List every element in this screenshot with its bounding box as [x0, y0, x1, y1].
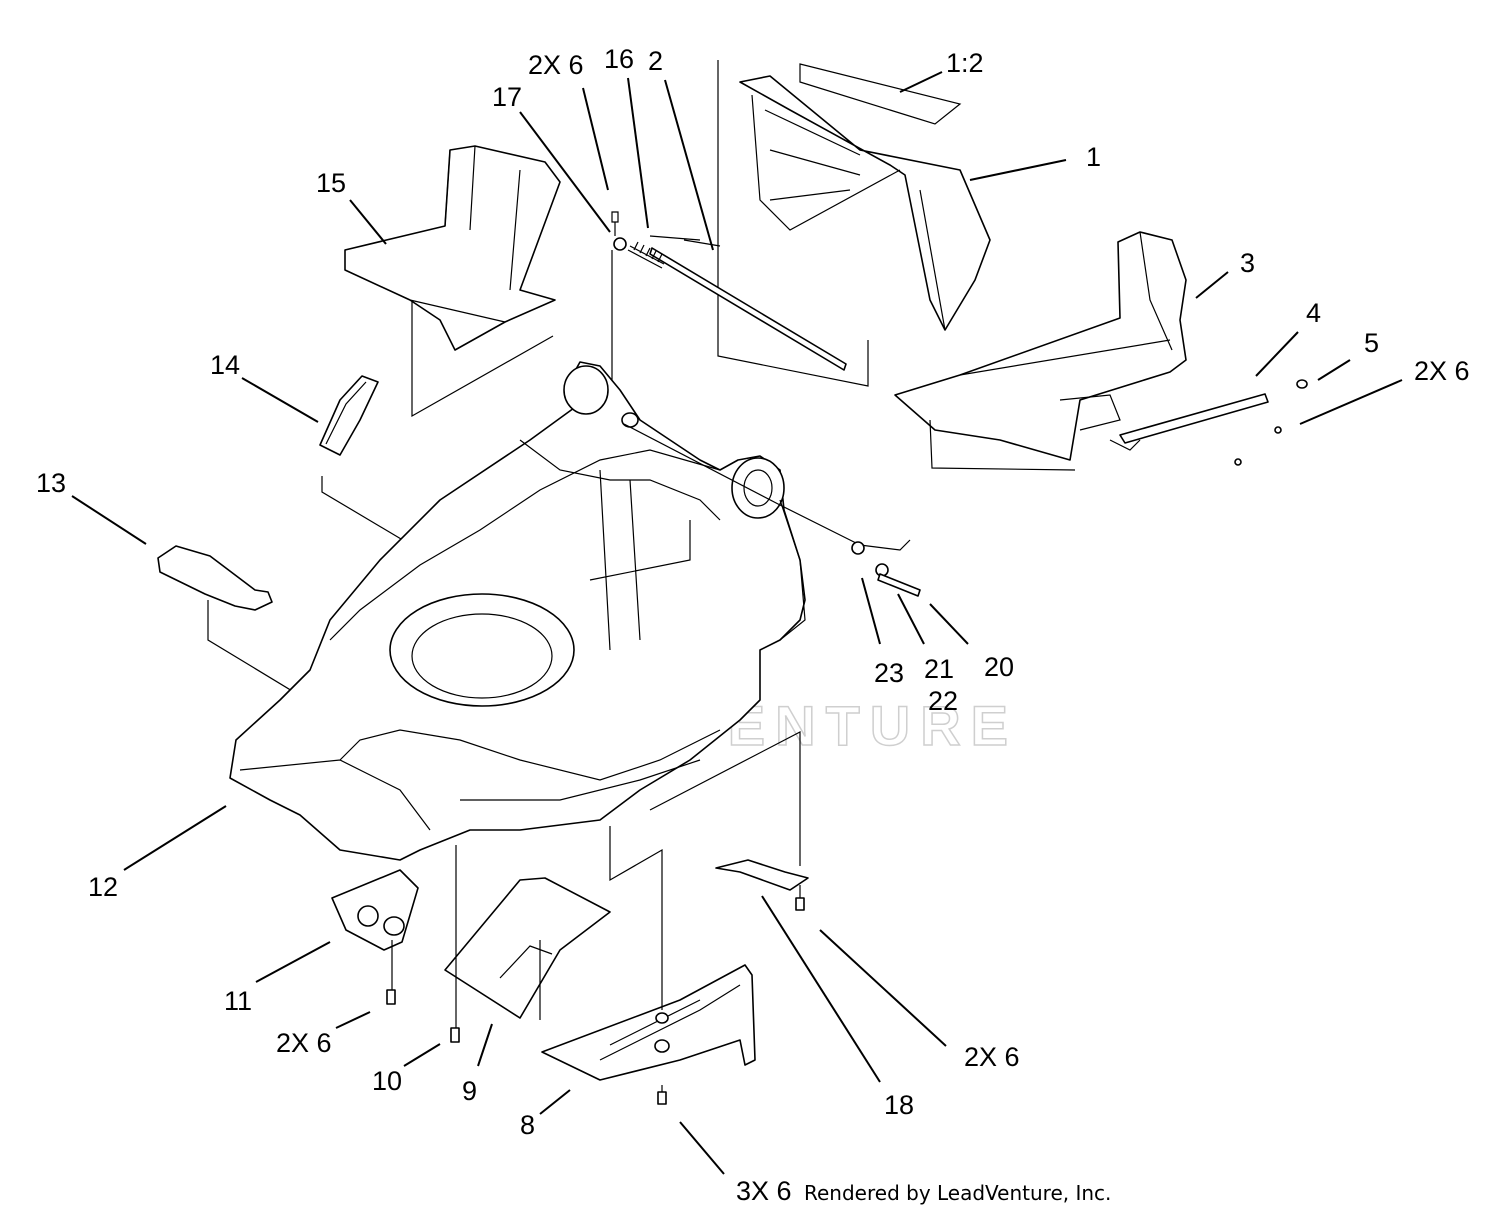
part-8-skid-plate: [541, 964, 756, 1105]
callout-16: 16: [604, 44, 634, 74]
assembly-guide-lines: [609, 731, 801, 1010]
part-2-rod: [649, 235, 847, 371]
part-16-spring: [627, 241, 665, 269]
callout-4: 4: [1306, 298, 1321, 328]
callout-3: 3: [1240, 248, 1255, 278]
callout-13: 13: [36, 468, 66, 498]
leader-lines: [71, 71, 1403, 1175]
part-3-chute: [894, 231, 1187, 471]
callout-23: 23: [874, 658, 904, 688]
part-15-baffle: [344, 145, 561, 418]
callout-22: 22: [928, 686, 958, 716]
callout-20: 20: [984, 652, 1014, 682]
callout-1-2: 1:2: [946, 48, 984, 78]
part-20-23-axle-hardware: [623, 423, 921, 597]
callout-21: 21: [924, 654, 954, 684]
callout-qty-left-bottom: 2X 6: [276, 1028, 332, 1058]
part-4-5-link: [1109, 379, 1308, 466]
callout-9: 9: [462, 1076, 477, 1106]
callout-qty-right-bottom: 2X 6: [964, 1042, 1020, 1072]
callout-qty-bottom: 3X 6: [736, 1176, 792, 1206]
callout-qty-top: 2X 6: [528, 50, 584, 80]
callout-1: 1: [1086, 142, 1101, 172]
callout-labels: 1:2 1 2 16 2X 6 17 15 14 13 12 11 2X 6 1…: [36, 44, 1470, 1206]
callout-8: 8: [520, 1110, 535, 1140]
part-12-deck: [229, 361, 806, 861]
part-9-mulch-plate: [444, 845, 611, 1043]
callout-12: 12: [88, 872, 118, 902]
part-1-grass-bag: [717, 60, 991, 387]
part-11-cover: [331, 869, 419, 1005]
callout-15: 15: [316, 168, 346, 198]
render-credit: Rendered by LeadVenture, Inc.: [804, 1181, 1111, 1205]
callout-5: 5: [1364, 328, 1379, 358]
part-17-fastener: [611, 211, 627, 400]
callout-14: 14: [210, 350, 240, 380]
callout-11: 11: [224, 986, 252, 1016]
callout-17: 17: [492, 82, 522, 112]
callout-10: 10: [372, 1066, 402, 1096]
part-18-bracket: [715, 859, 809, 911]
callout-2: 2: [648, 46, 663, 76]
callout-qty-right: 2X 6: [1414, 356, 1470, 386]
callout-18: 18: [884, 1090, 914, 1120]
